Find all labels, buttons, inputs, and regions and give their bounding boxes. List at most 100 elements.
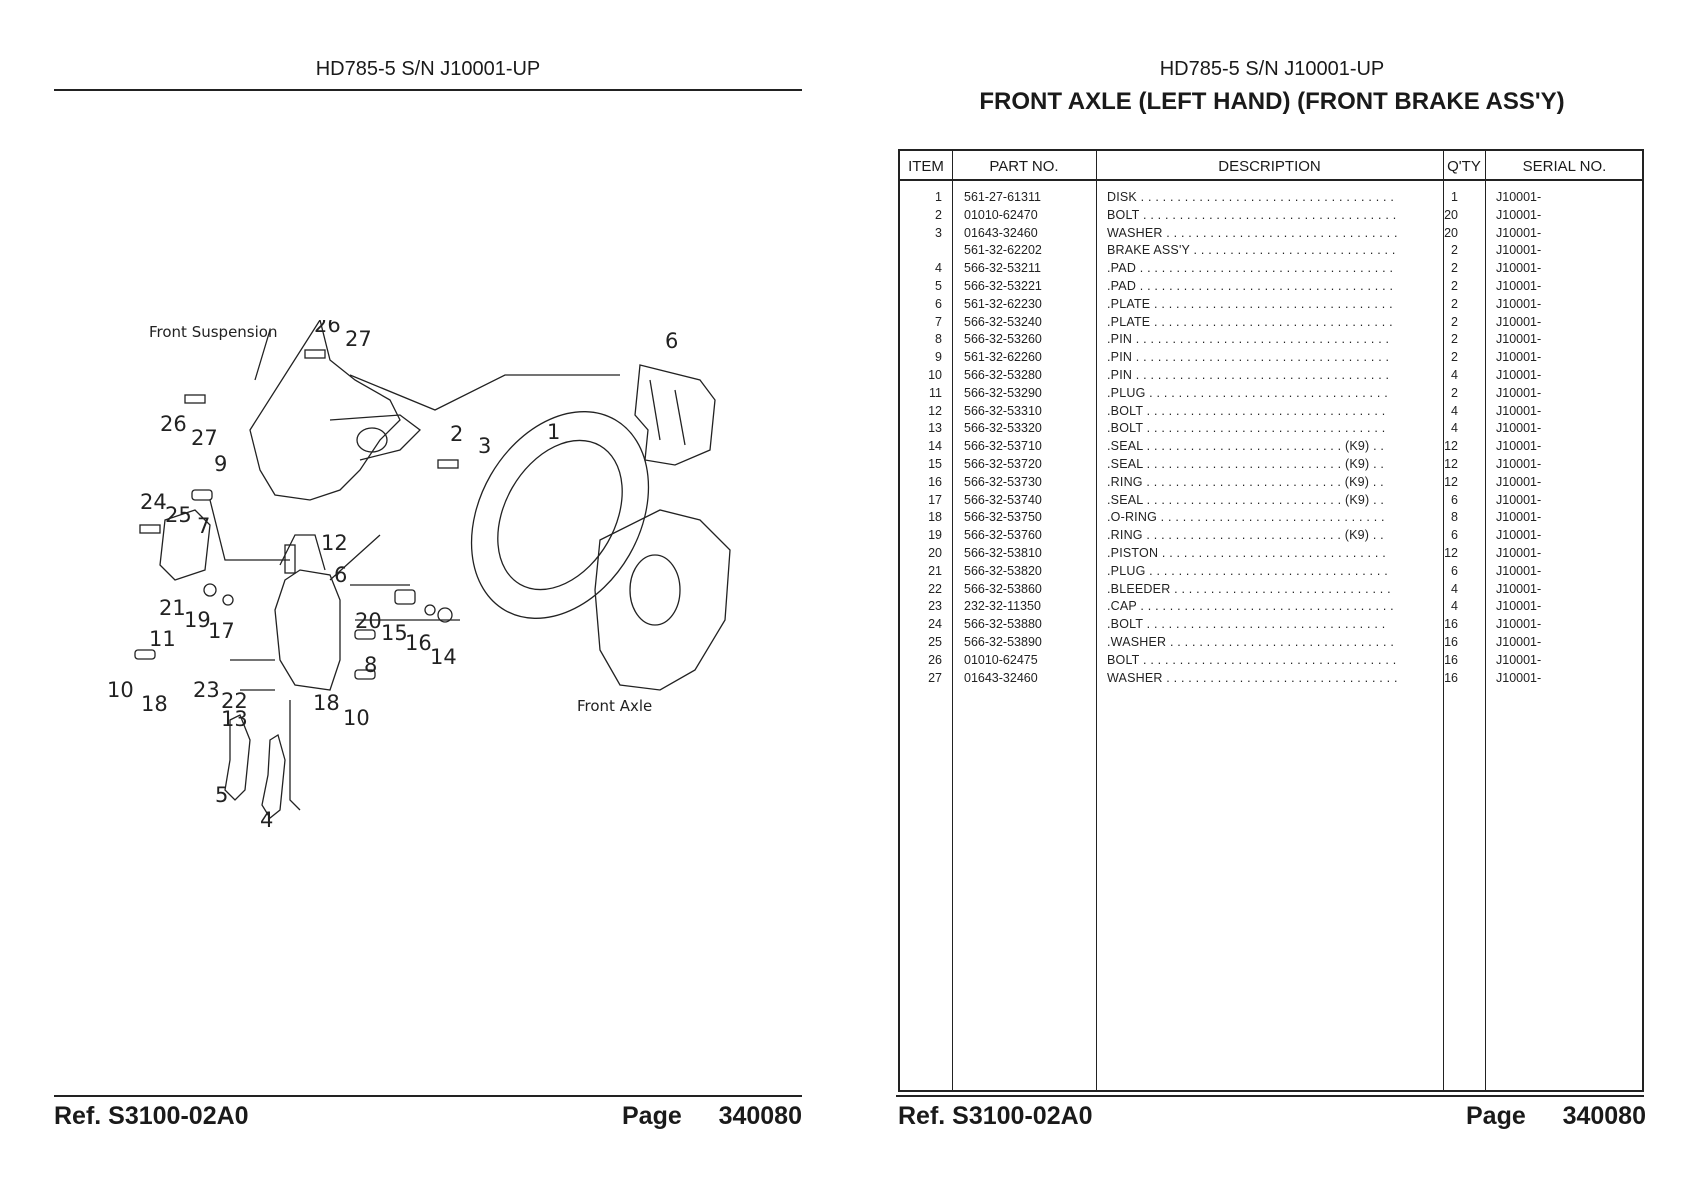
parts-table: ITEM PART NO. DESCRIPTION Q'TY SERIAL NO… xyxy=(898,149,1644,1092)
cell-item: 26 xyxy=(928,652,942,667)
callout-11: 11 xyxy=(149,627,176,651)
right-footer-rule xyxy=(896,1095,1644,1097)
cell-part-no: 566-32-53820 xyxy=(964,563,1042,578)
callout-21: 21 xyxy=(159,596,186,620)
cell-description: .BOLT . . . . . . . . . . . . . . . . . … xyxy=(1107,403,1386,418)
suspension-boss xyxy=(356,427,388,453)
cell-part-no: 566-32-53320 xyxy=(964,421,1042,436)
cell-qty: 6 xyxy=(1451,492,1458,507)
pin-9 xyxy=(191,489,213,501)
callout-7: 7 xyxy=(197,514,210,538)
callout-2: 2 xyxy=(450,422,463,446)
cell-description: .SEAL . . . . . . . . . . . . . . . . . … xyxy=(1107,439,1385,454)
cell-serial-no: J10001- xyxy=(1496,314,1542,329)
callout-17: 17 xyxy=(208,619,235,643)
callout-10: 10 xyxy=(107,678,134,702)
cell-qty: 8 xyxy=(1451,510,1458,525)
cell-part-no: 566-32-53810 xyxy=(964,545,1042,560)
bolt-2 xyxy=(437,459,459,469)
cell-part-no: 566-32-53880 xyxy=(964,617,1042,632)
callout-22: 22 xyxy=(221,689,248,713)
upper-plate-detail xyxy=(649,379,686,446)
cell-serial-no: J10001- xyxy=(1496,617,1542,632)
cell-serial-no: J10001- xyxy=(1496,545,1542,560)
cell-item: 14 xyxy=(928,439,942,454)
cell-item: 3 xyxy=(935,225,942,240)
pin-8 xyxy=(354,629,376,640)
seal-16 xyxy=(424,604,436,616)
callout-9: 9 xyxy=(214,452,227,476)
cell-qty: 2 xyxy=(1451,314,1458,329)
cell-item: 8 xyxy=(935,332,942,347)
cell-item: 11 xyxy=(929,385,942,400)
left-header: HD785-5 S/N J10001-UP xyxy=(315,58,541,80)
col-divider xyxy=(1096,151,1097,1090)
callout-4: 4 xyxy=(260,808,273,832)
cell-qty: 16 xyxy=(1444,634,1458,649)
callout-8: 8 xyxy=(364,653,377,677)
cell-part-no: 566-32-53750 xyxy=(964,510,1042,525)
cell-qty: 6 xyxy=(1451,528,1458,543)
cell-part-no: 566-32-53720 xyxy=(964,456,1042,471)
cell-serial-no: J10001- xyxy=(1496,403,1542,418)
cell-part-no: 561-32-62260 xyxy=(964,350,1042,365)
pin-10-right xyxy=(354,669,376,680)
cell-description: .PLATE . . . . . . . . . . . . . . . . .… xyxy=(1107,296,1393,311)
cell-part-no: 561-27-61311 xyxy=(964,190,1041,204)
cell-part-no: 566-32-53240 xyxy=(964,314,1042,329)
cell-item: 13 xyxy=(928,421,942,436)
callout-6: 6 xyxy=(665,329,678,353)
cell-item: 22 xyxy=(928,581,942,596)
cell-qty: 16 xyxy=(1444,617,1458,632)
cell-qty: 2 xyxy=(1451,278,1458,293)
cell-part-no: 566-32-53760 xyxy=(964,528,1042,543)
cell-description: .PLATE . . . . . . . . . . . . . . . . .… xyxy=(1107,314,1393,329)
cell-serial-no: J10001- xyxy=(1496,261,1542,276)
cell-part-no: 01643-32460 xyxy=(964,225,1038,240)
cell-part-no: 561-32-62230 xyxy=(964,296,1042,311)
cell-serial-no: J10001- xyxy=(1496,439,1542,454)
cell-part-no: 232-32-11350 xyxy=(964,599,1041,614)
page-title: FRONT AXLE (LEFT HAND) (FRONT BRAKE ASS'… xyxy=(979,88,1565,115)
cell-qty: 16 xyxy=(1444,652,1458,667)
cell-qty: 12 xyxy=(1444,439,1458,454)
cell-serial-no: J10001- xyxy=(1496,385,1542,400)
cell-description: .BOLT . . . . . . . . . . . . . . . . . … xyxy=(1107,421,1386,436)
table-header: ITEM PART NO. DESCRIPTION Q'TY SERIAL NO… xyxy=(900,151,1642,181)
cell-part-no: 566-32-53740 xyxy=(964,492,1042,507)
cell-item: 2 xyxy=(935,207,942,222)
cell-serial-no: J10001- xyxy=(1496,350,1542,365)
cell-description: BOLT . . . . . . . . . . . . . . . . . .… xyxy=(1107,207,1397,222)
cell-part-no: 01010-62470 xyxy=(964,207,1038,222)
cell-description: .PIN . . . . . . . . . . . . . . . . . .… xyxy=(1107,367,1390,382)
bolt-24 xyxy=(139,524,161,534)
cell-description: .SEAL . . . . . . . . . . . . . . . . . … xyxy=(1107,456,1385,471)
table-row: 24 566-32-53880 .BOLT . . . . . . . . . . … xyxy=(900,616,1642,634)
cell-description: .PAD . . . . . . . . . . . . . . . . . .… xyxy=(1107,261,1394,276)
cell-serial-no: J10001- xyxy=(1496,510,1542,525)
cell-qty: 12 xyxy=(1444,474,1458,489)
cell-description: DISK . . . . . . . . . . . . . . . . . .… xyxy=(1107,190,1395,204)
cell-serial-no: J10001- xyxy=(1496,225,1542,240)
cell-item: 24 xyxy=(928,617,942,632)
cell-part-no: 566-32-53260 xyxy=(964,332,1042,347)
cell-item: 25 xyxy=(928,634,942,649)
seal-14 xyxy=(437,607,453,623)
cell-description: .BOLT . . . . . . . . . . . . . . . . . … xyxy=(1107,617,1386,632)
cell-serial-no: J10001- xyxy=(1496,421,1542,436)
